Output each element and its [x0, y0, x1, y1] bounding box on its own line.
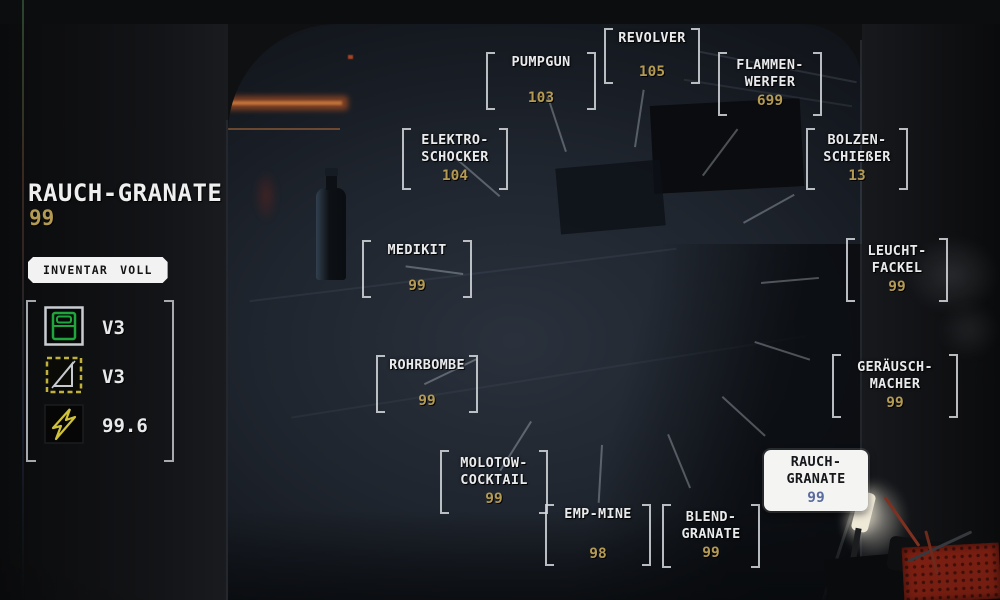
wheel-item-molotowcocktail[interactable]: MOLOTOW- COCKTAIL 99 — [440, 450, 548, 514]
door-frame-left — [0, 0, 228, 600]
chromatic-aberration-line — [22, 0, 24, 600]
wheel-item-label: ELEKTRO- SCHOCKER — [421, 132, 489, 165]
door-frame-top — [0, 0, 1000, 24]
bracket-left — [486, 52, 495, 110]
wheel-item-medikit[interactable]: MEDIKIT 99 — [362, 240, 472, 298]
wheel-item-label: MEDIKIT — [387, 242, 447, 258]
bracket-right — [463, 240, 472, 298]
inventory-full-badge: INVENTAR VOLL — [28, 257, 168, 283]
selected-item-count: 99 — [29, 206, 55, 230]
door-jamb-highlight — [860, 40, 862, 600]
wheel-item-label: MOLOTOW- COCKTAIL — [460, 455, 528, 488]
wheel-item-count: 98 — [589, 546, 607, 562]
smoke-puff — [938, 300, 1000, 360]
bracket-right — [164, 300, 174, 462]
red-indicator-light — [348, 55, 353, 59]
bracket-right — [642, 504, 651, 566]
flashlight-charge-icon — [44, 404, 84, 448]
orange-glow-line — [228, 128, 340, 130]
wheel-item-count: 699 — [756, 93, 784, 109]
wheel-item-count: 99 — [418, 393, 436, 409]
bracket-right — [899, 128, 908, 190]
bracket-right — [587, 52, 596, 110]
bracket-right — [539, 450, 548, 514]
gadget-label: V3 — [102, 317, 125, 339]
gadget-row-motion-tracker: V3 — [44, 355, 148, 399]
wheel-item-label: ROHRBOMBE — [389, 357, 465, 373]
bracket-left — [832, 354, 841, 418]
bracket-left — [402, 128, 411, 190]
bracket-right — [813, 52, 822, 116]
red-glow — [254, 170, 278, 222]
wheel-item-label: BLEND- GRANATE — [681, 509, 741, 542]
bracket-left — [604, 28, 613, 84]
gadget-list: V3 V3 99.6 — [44, 306, 148, 448]
wheel-item-label: RAUCH- GRANATE — [786, 453, 846, 487]
wheel-item-count: 105 — [638, 64, 666, 80]
motion-tracker-icon — [44, 355, 84, 399]
wheel-item-empmine[interactable]: EMP-MINE 98 — [545, 504, 651, 566]
smoke-puff — [905, 235, 1000, 315]
bottle-cap — [325, 168, 338, 176]
wheel-item-count: 99 — [408, 278, 426, 294]
bracket-left — [440, 450, 449, 514]
bracket-left — [846, 238, 855, 302]
bracket-right — [469, 355, 478, 413]
bracket-left — [662, 504, 671, 568]
gadget-group-bracket — [26, 300, 174, 462]
wheel-item-count: 104 — [441, 168, 469, 184]
wheel-item-pumpgun[interactable]: PUMPGUN 103 — [486, 52, 596, 110]
bracket-right — [499, 128, 508, 190]
door-jamb-highlight — [226, 120, 228, 600]
wheel-item-geraeuschmacher[interactable]: GERÄUSCH- MACHER 99 — [832, 354, 958, 418]
wheel-item-blendgranate[interactable]: BLEND- GRANATE 99 — [662, 504, 760, 568]
bracket-left — [362, 240, 371, 298]
bracket-right — [751, 504, 760, 568]
wheel-item-count: 99 — [886, 395, 904, 411]
wheel-item-label: BOLZEN- SCHIEßER — [823, 132, 891, 165]
wheel-item-count: 99 — [807, 489, 825, 506]
orange-glow-core — [228, 101, 342, 105]
wheel-item-flammenwerfer[interactable]: FLAMMEN- WERFER 699 — [718, 52, 822, 116]
gadget-row-access-tuner: V3 — [44, 306, 148, 350]
bracket-right — [939, 238, 948, 302]
wheel-item-label: EMP-MINE — [564, 506, 632, 522]
wheel-item-label: FLAMMEN- WERFER — [736, 57, 804, 90]
wheel-item-label: GERÄUSCH- MACHER — [857, 359, 933, 392]
wheel-item-label: REVOLVER — [618, 30, 686, 46]
gadget-row-flashlight-charge: 99.6 — [44, 404, 148, 448]
wheel-item-rohrbombe[interactable]: ROHRBOMBE 99 — [376, 355, 478, 413]
bracket-left — [806, 128, 815, 190]
wheel-item-leuchtfackel[interactable]: LEUCHT- FACKEL 99 — [846, 238, 948, 302]
wheel-item-count: 99 — [888, 279, 906, 295]
bracket-left — [376, 355, 385, 413]
gadget-label: V3 — [102, 366, 125, 388]
bottle-silhouette — [316, 188, 346, 280]
selected-item-title: RAUCH-GRANATE — [28, 179, 223, 207]
wheel-item-label: PUMPGUN — [511, 54, 571, 70]
bracket-right — [691, 28, 700, 84]
wheel-item-count: 13 — [848, 168, 866, 184]
bracket-left — [545, 504, 554, 566]
wheel-item-elektroschocker[interactable]: ELEKTRO- SCHOCKER 104 — [402, 128, 508, 190]
bracket-left — [718, 52, 727, 116]
access-tuner-icon — [44, 306, 84, 350]
wheel-item-revolver[interactable]: REVOLVER 105 — [604, 28, 700, 84]
gadget-label: 99.6 — [102, 415, 148, 437]
wheel-item-rauchgranate-selected[interactable]: RAUCH- GRANATE 99 — [764, 450, 868, 511]
wheel-item-count: 99 — [702, 545, 720, 561]
bottle-neck — [326, 174, 337, 190]
bracket-left — [26, 300, 36, 462]
wheel-item-count: 103 — [527, 90, 555, 106]
bracket-right — [949, 354, 958, 418]
wheel-item-label: LEUCHT- FACKEL — [867, 243, 927, 276]
wheel-item-bolzenschiesser[interactable]: BOLZEN- SCHIEßER 13 — [806, 128, 908, 190]
wheel-item-count: 99 — [485, 491, 503, 507]
